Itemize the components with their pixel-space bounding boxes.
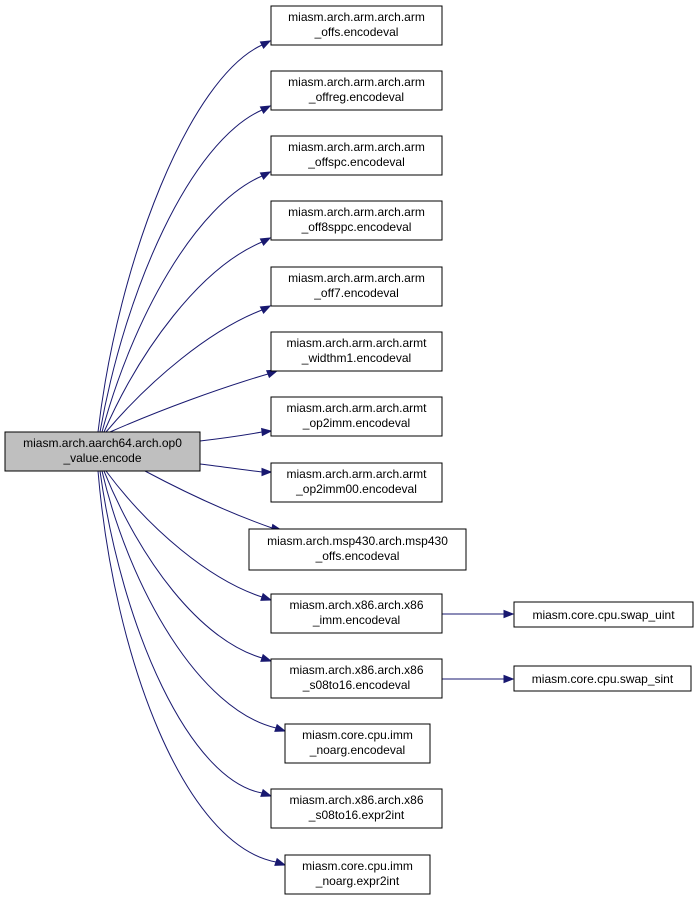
callee-node-x86-imm-encodeval[interactable]: miasm.arch.x86.arch.x86 _imm.encodeval — [270, 593, 443, 634]
arrowhead-icon — [260, 788, 273, 797]
callee-node-label-line2: _s08to16.encodeval — [302, 678, 410, 692]
arrowhead-icon — [503, 674, 515, 684]
root-node-label-line2: _value.encode — [62, 451, 141, 465]
callee-node-x86-s08to16-encodeval[interactable]: miasm.arch.x86.arch.x86 _s08to16.encodev… — [270, 658, 443, 699]
callee-node-arm-offspc-encodeval[interactable]: miasm.arch.arm.arch.arm _offspc.encodeva… — [270, 135, 443, 176]
edge-to-arm-off7-encodeval — [105, 309, 263, 433]
callee-node-label-line2: _op2imm.encodeval — [302, 416, 410, 430]
callee-node-label-line2: _offs.encodeval — [315, 549, 400, 563]
arrowhead-icon — [259, 171, 272, 181]
root-node[interactable]: miasm.arch.aarch64.arch.op0 _value.encod… — [4, 431, 201, 472]
callee-node-label-line1: miasm.arch.x86.arch.x86 — [289, 793, 423, 807]
callee-node-label-line2: _noarg.expr2int — [315, 874, 400, 888]
root-node-label-line1: miasm.arch.aarch64.arch.op0 — [23, 436, 182, 450]
edge-to-msp430-offs-encodeval — [144, 470, 273, 529]
callee-node-armt-widthm1-encodeval[interactable]: miasm.arch.arm.arch.armt _widthm1.encode… — [270, 331, 443, 372]
callee-node-label-line2: _widthm1.encodeval — [301, 351, 411, 365]
edge-to-imm-noarg-encodeval — [101, 470, 277, 729]
callee-node-arm-offreg-encodeval[interactable]: miasm.arch.arm.arch.arm _offreg.encodeva… — [270, 70, 443, 111]
callee-node-arm-offs-encodeval[interactable]: miasm.arch.arm.arch.arm _offs.encodeval — [270, 5, 443, 46]
callee-node-label-line1: miasm.arch.arm.arch.arm — [288, 140, 425, 154]
arrowhead-icon — [274, 857, 287, 866]
callee-node-label-line2: _offspc.encodeval — [307, 155, 405, 169]
edge-to-x86-imm-encodeval — [105, 470, 263, 598]
callee-node-label-line2: _s08to16.expr2int — [308, 808, 405, 822]
arrowhead-icon — [259, 40, 272, 50]
callee-node-imm-noarg-expr2int[interactable]: miasm.core.cpu.imm _noarg.expr2int — [284, 854, 431, 895]
edge-to-arm-offreg-encodeval — [99, 109, 263, 433]
callee-node-label-line1: miasm.arch.arm.arch.armt — [286, 467, 427, 481]
arrowhead-icon — [259, 305, 272, 315]
callee-node-label-line1: miasm.arch.arm.arch.arm — [288, 205, 425, 219]
callee-node-arm-off7-encodeval[interactable]: miasm.arch.arm.arch.arm _off7.encodeval — [270, 266, 443, 307]
callee-node-label-line1: miasm.core.cpu.imm — [302, 859, 413, 873]
edge-to-x86-s08to16-expr2int — [99, 470, 263, 794]
callee-node-label-line1: miasm.arch.arm.arch.armt — [286, 401, 427, 415]
arrowhead-icon — [261, 427, 273, 437]
edge-to-imm-noarg-expr2int — [97, 470, 277, 863]
callee-node-label-line2: _off8sppc.encodeval — [301, 220, 412, 234]
callee-node-label-line1: miasm.arch.arm.arch.arm — [288, 75, 425, 89]
edge-layer — [97, 40, 515, 866]
callee-node-label-line1: miasm.arch.x86.arch.x86 — [289, 663, 423, 677]
callee-node-label-line1: miasm.arch.arm.arch.arm — [288, 10, 425, 24]
callee-node-label-line1: miasm.arch.msp430.arch.msp430 — [267, 534, 448, 548]
arrowhead-icon — [260, 592, 273, 601]
edge-to-armt-op2imm-encodeval — [199, 431, 263, 442]
callee-node-label-line1: miasm.core.cpu.imm — [302, 728, 413, 742]
arrowhead-icon — [259, 105, 272, 115]
node-swap-sint[interactable]: miasm.core.cpu.swap_sint — [513, 665, 692, 692]
edge-to-armt-op2imm00-encodeval — [199, 463, 263, 473]
callee-node-armt-op2imm-encodeval[interactable]: miasm.arch.arm.arch.armt _op2imm.encodev… — [270, 396, 443, 437]
arrowhead-icon — [274, 723, 287, 732]
callee-node-msp430-offs-encodeval[interactable]: miasm.arch.msp430.arch.msp430 _offs.enco… — [248, 528, 467, 571]
callee-node-label-line1: miasm.arch.x86.arch.x86 — [289, 598, 423, 612]
edge-to-arm-offspc-encodeval — [101, 175, 263, 433]
node-layer: miasm.arch.aarch64.arch.op0 _value.encod… — [4, 5, 694, 895]
arrowhead-icon — [260, 653, 273, 662]
edge-to-arm-offs-encodeval — [97, 44, 263, 433]
callee-node-label-line2: _imm.encodeval — [312, 613, 400, 627]
callee-node-label-line1: miasm.arch.arm.arch.armt — [286, 336, 427, 350]
edge-to-arm-off8sppc-encodeval — [103, 241, 263, 433]
callee-node-label-line2: _offreg.encodeval — [308, 90, 404, 104]
node-swap-sint-label: miasm.core.cpu.swap_sint — [532, 672, 674, 686]
callee-node-label-line2: _noarg.encodeval — [309, 743, 405, 757]
callee-node-label-line2: _off7.encodeval — [313, 286, 399, 300]
callee-node-label-line2: _op2imm00.encodeval — [295, 482, 417, 496]
arrowhead-icon — [261, 467, 273, 477]
callee-node-arm-off8sppc-encodeval[interactable]: miasm.arch.arm.arch.arm _off8sppc.encode… — [270, 200, 443, 241]
node-swap-uint-label: miasm.core.cpu.swap_uint — [532, 608, 675, 622]
edge-to-armt-widthm1-encodeval — [109, 373, 269, 433]
callee-node-x86-s08to16-expr2int[interactable]: miasm.arch.x86.arch.x86 _s08to16.expr2in… — [270, 788, 443, 829]
arrowhead-icon — [259, 237, 272, 247]
callee-node-imm-noarg-encodeval[interactable]: miasm.core.cpu.imm _noarg.encodeval — [284, 723, 431, 764]
callee-node-label-line1: miasm.arch.arm.arch.arm — [288, 271, 425, 285]
node-swap-uint[interactable]: miasm.core.cpu.swap_uint — [513, 601, 694, 628]
callee-node-label-line2: _offs.encodeval — [314, 25, 399, 39]
callee-node-armt-op2imm00-encodeval[interactable]: miasm.arch.arm.arch.armt _op2imm00.encod… — [270, 462, 443, 503]
edge-to-x86-s08to16-encodeval — [103, 470, 263, 659]
arrowhead-icon — [503, 609, 515, 619]
